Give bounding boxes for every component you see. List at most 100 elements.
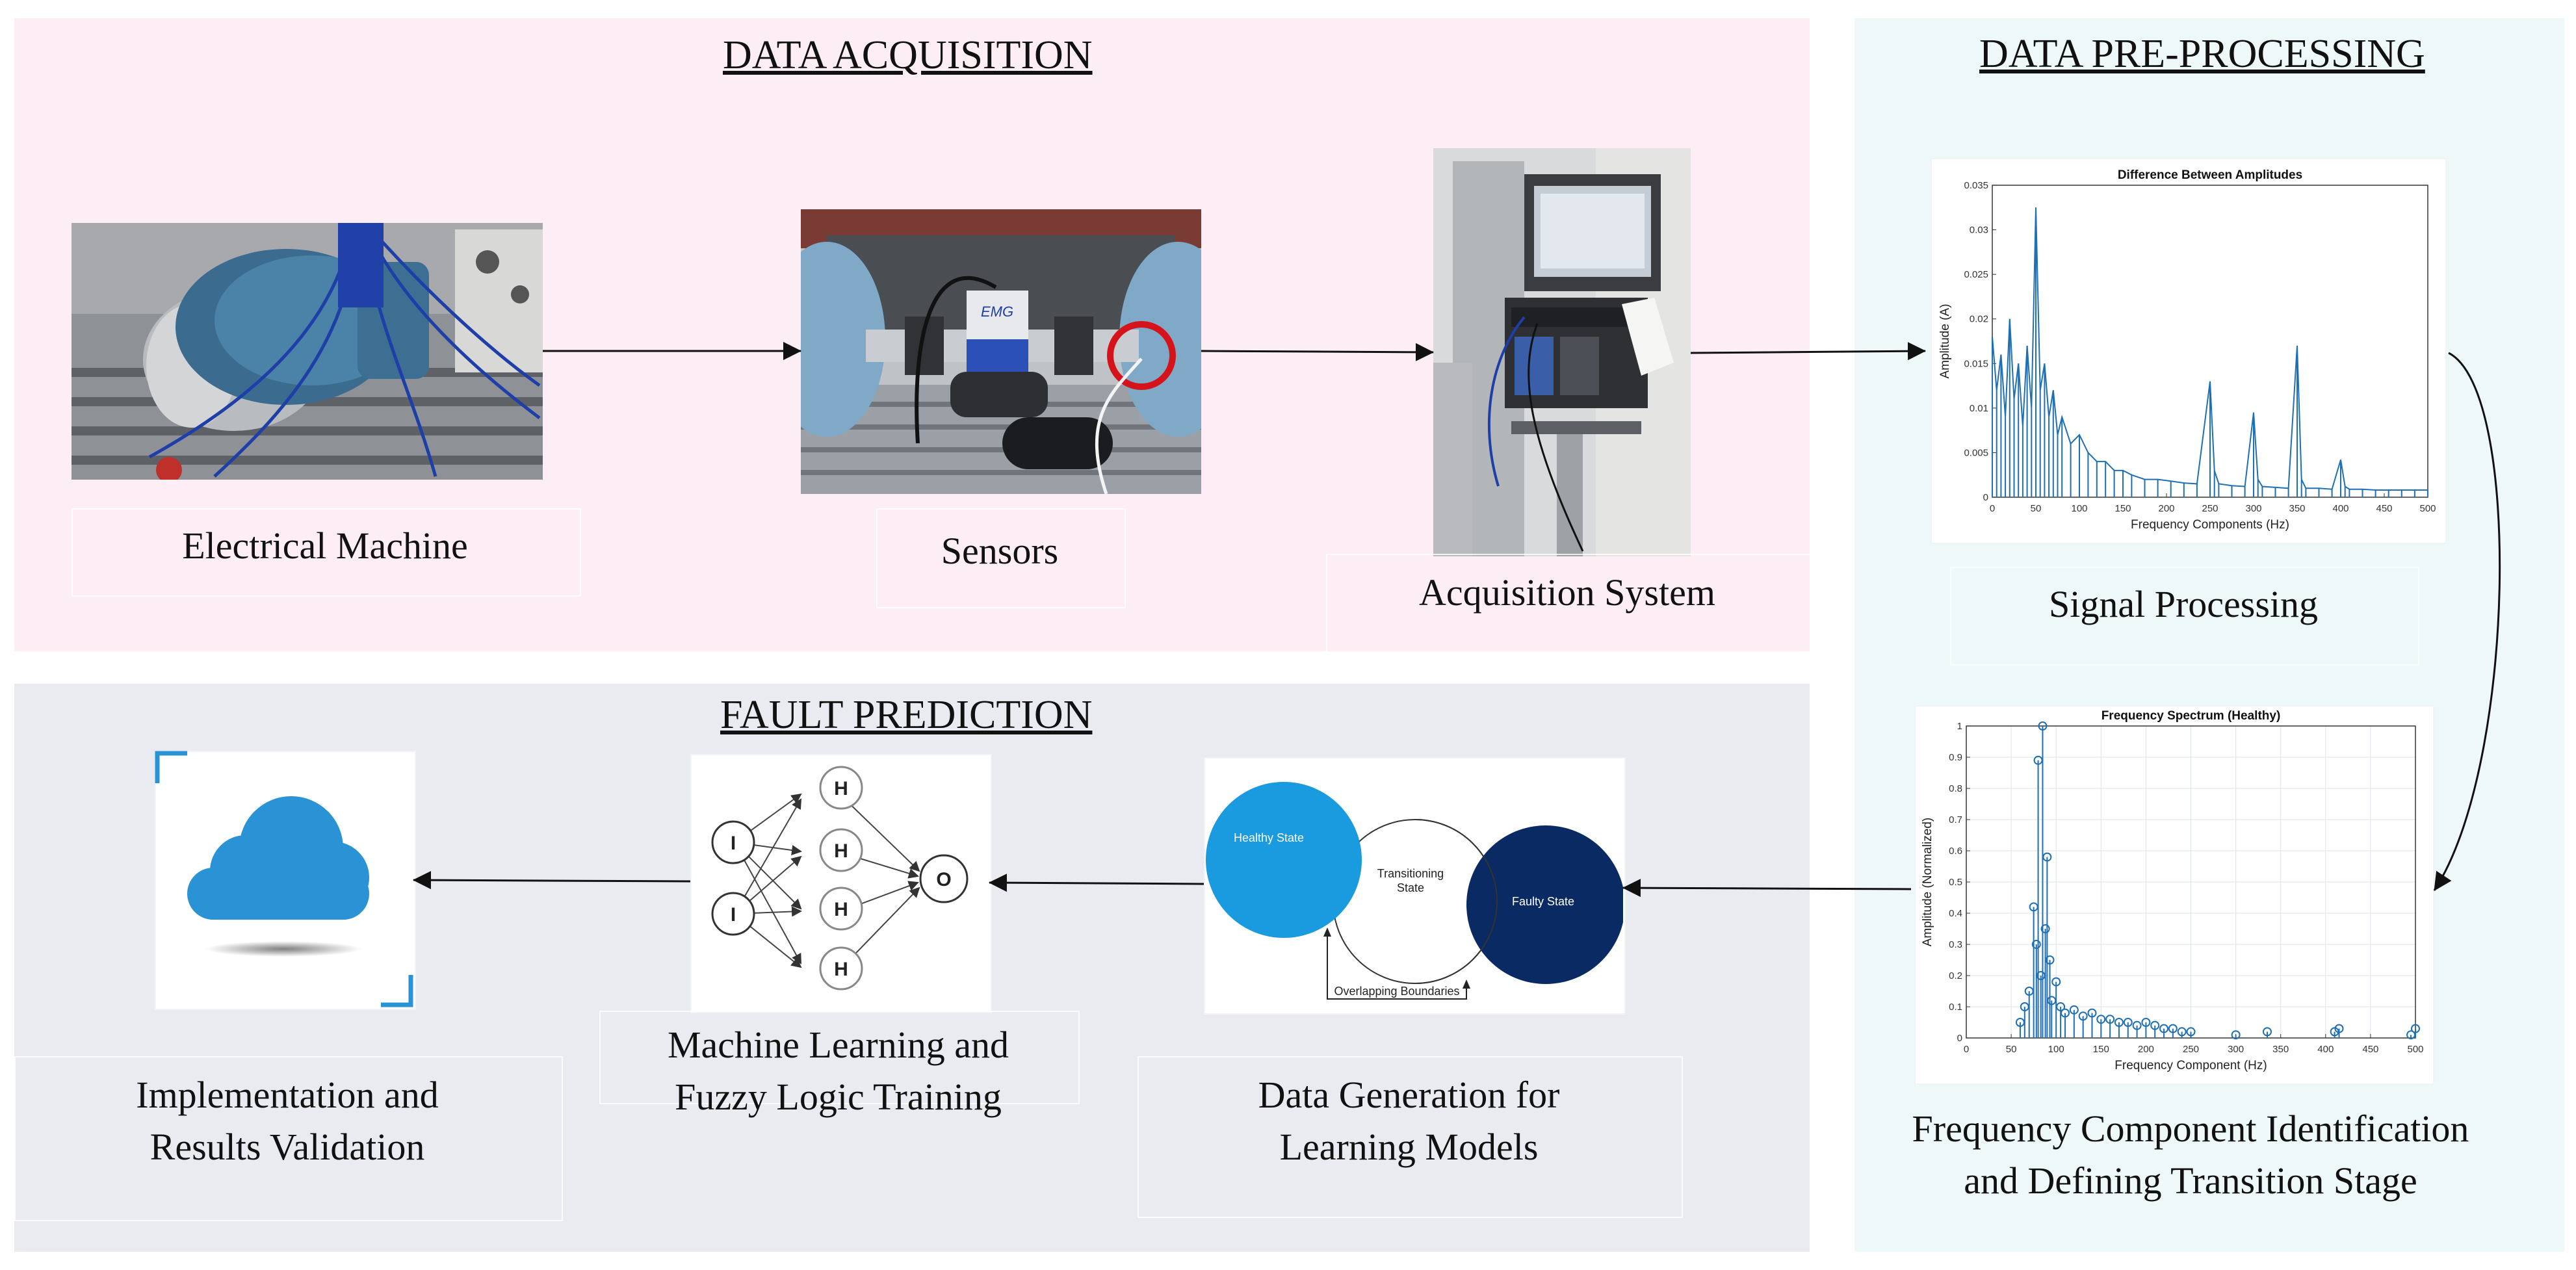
data-point bbox=[2334, 1024, 2344, 1033]
input-node-1 bbox=[711, 820, 755, 864]
data-point bbox=[2411, 1024, 2420, 1033]
x-tick-label: 100 bbox=[2071, 503, 2087, 514]
sensors-label-box bbox=[876, 508, 1126, 608]
cloud-icon bbox=[187, 796, 369, 920]
x-axis-label: Frequency Components (Hz) bbox=[2131, 518, 2289, 532]
y-tick-label: 0.3 bbox=[1949, 939, 1962, 950]
data-point bbox=[2087, 1008, 2097, 1018]
hidden-node-1 bbox=[819, 766, 863, 810]
signal-processing-label-box bbox=[1950, 567, 2419, 666]
cloud-shadow bbox=[205, 941, 361, 957]
y-tick-label: 0.4 bbox=[1949, 908, 1962, 919]
state-venn-diagram: Healthy State Transitioning State Faulty… bbox=[1206, 782, 1623, 1000]
y-axis-label: Amplitude (A) bbox=[1938, 304, 1952, 378]
data-point bbox=[2031, 940, 2041, 949]
x-tick-label: 500 bbox=[2407, 1044, 2423, 1055]
data-point bbox=[2051, 977, 2061, 987]
data-point bbox=[2262, 1027, 2272, 1037]
implementation-label-box bbox=[14, 1056, 563, 1221]
y-tick-label: 0.6 bbox=[1949, 846, 1962, 857]
sensors-photo: EMG bbox=[801, 209, 1201, 494]
arrow-acquisition-to-processing bbox=[1690, 342, 1926, 361]
y-tick-label: 0.2 bbox=[1949, 970, 1962, 981]
x-tick-label: 50 bbox=[2006, 1044, 2017, 1055]
electrical-machine-photo bbox=[72, 223, 543, 480]
input-node-1-text: I bbox=[731, 833, 736, 854]
faulty-state-text: Faulty State bbox=[1512, 895, 1574, 908]
x-tick-label: 200 bbox=[2158, 503, 2174, 514]
data-generation-line-2: Learning Models bbox=[1279, 1126, 1539, 1168]
hidden-node-3-text: H bbox=[834, 899, 848, 920]
cloud-graphic bbox=[155, 751, 413, 1007]
data-point bbox=[2045, 955, 2055, 965]
x-tick-label: 400 bbox=[2332, 503, 2348, 514]
input-node-2-text: I bbox=[731, 904, 736, 926]
chart-title: Frequency Spectrum (Healthy) bbox=[2101, 709, 2281, 723]
x-axis-label: Frequency Component (Hz) bbox=[2114, 1059, 2267, 1072]
data-generation-line-1: Data Generation for bbox=[1258, 1074, 1560, 1116]
x-tick-label: 200 bbox=[2138, 1044, 2154, 1055]
hidden-node-2-text: H bbox=[834, 840, 848, 862]
implementation-label: Implementation and Results Validation bbox=[14, 1069, 560, 1173]
data-point bbox=[2123, 1018, 2133, 1027]
overlapping-boundaries-text: Overlapping Boundaries bbox=[1334, 985, 1459, 998]
data-point bbox=[2096, 1015, 2106, 1024]
data-point bbox=[2150, 1020, 2160, 1030]
transitioning-state-text-2: State bbox=[1397, 881, 1424, 894]
x-tick-label: 350 bbox=[2289, 503, 2305, 514]
implementation-line-1: Implementation and bbox=[136, 1074, 439, 1116]
arrow-sensors-to-acquisition bbox=[1201, 343, 1434, 361]
output-node-text: O bbox=[936, 869, 951, 890]
arrow-processing-to-spectrum bbox=[2433, 352, 2501, 891]
data-acquisition-title: DATA ACQUISITION bbox=[723, 33, 1093, 77]
x-tick-label: 300 bbox=[2228, 1044, 2244, 1055]
y-tick-label: 0.9 bbox=[1949, 752, 1962, 763]
arrow-spectrum-to-datagen bbox=[1622, 879, 1912, 898]
x-tick-label: 500 bbox=[2419, 503, 2436, 514]
x-tick-label: 250 bbox=[2183, 1044, 2199, 1055]
data-point bbox=[2168, 1024, 2178, 1033]
fault-prediction-title: FAULT PREDICTION bbox=[720, 693, 1093, 737]
healthy-state-circle bbox=[1206, 782, 1362, 938]
frequency-identification-line-2: and Defining Transition Stage bbox=[1964, 1160, 2417, 1202]
ml-training-label-box bbox=[599, 1011, 1080, 1104]
electrical-machine-label: Electrical Machine bbox=[182, 525, 468, 567]
data-point bbox=[2078, 1011, 2088, 1021]
y-tick-label: 0.5 bbox=[1949, 877, 1962, 888]
data-point bbox=[2040, 924, 2050, 933]
y-tick-label: 0 bbox=[1957, 1033, 1962, 1044]
acquisition-system-label: Acquisition System bbox=[1419, 571, 1715, 614]
data-point bbox=[2061, 1008, 2070, 1018]
x-tick-label: 250 bbox=[2202, 503, 2218, 514]
x-tick-label: 50 bbox=[2031, 503, 2042, 514]
ml-training-line-1: Machine Learning and bbox=[667, 1024, 1009, 1066]
y-tick-label: 0.7 bbox=[1949, 814, 1962, 825]
transitioning-state-text-1: Transitioning bbox=[1377, 867, 1444, 880]
data-generation-label: Data Generation for Learning Models bbox=[1138, 1069, 1680, 1173]
data-series-line bbox=[1992, 207, 2428, 491]
data-point bbox=[2038, 721, 2048, 731]
x-tick-label: 400 bbox=[2317, 1044, 2334, 1055]
data-point bbox=[2042, 852, 2052, 862]
electrical-machine-label-box bbox=[72, 508, 581, 597]
y-tick-label: 0.03 bbox=[1970, 225, 1988, 236]
x-tick-label: 0 bbox=[1964, 1044, 1969, 1055]
x-tick-label: 450 bbox=[2376, 503, 2392, 514]
sensors-label: Sensors bbox=[941, 530, 1059, 572]
healthy-state-text: Healthy State bbox=[1234, 831, 1304, 844]
data-point bbox=[2069, 1005, 2079, 1015]
y-tick-label: 0.025 bbox=[1964, 269, 1988, 280]
data-point bbox=[2159, 1024, 2169, 1033]
chart-title: Difference Between Amplitudes bbox=[2118, 168, 2302, 182]
data-point bbox=[2186, 1027, 2196, 1037]
signal-processing-label: Signal Processing bbox=[2048, 583, 2319, 625]
x-tick-label: 150 bbox=[2093, 1044, 2109, 1055]
data-point bbox=[2177, 1027, 2187, 1037]
input-node-2 bbox=[711, 892, 755, 936]
data-point bbox=[2056, 1002, 2066, 1011]
ml-training-label: Machine Learning and Fuzzy Logic Trainin… bbox=[599, 1019, 1077, 1123]
frequency-identification-label: Frequency Component Identification and D… bbox=[1866, 1103, 2516, 1207]
x-tick-label: 300 bbox=[2245, 503, 2261, 514]
